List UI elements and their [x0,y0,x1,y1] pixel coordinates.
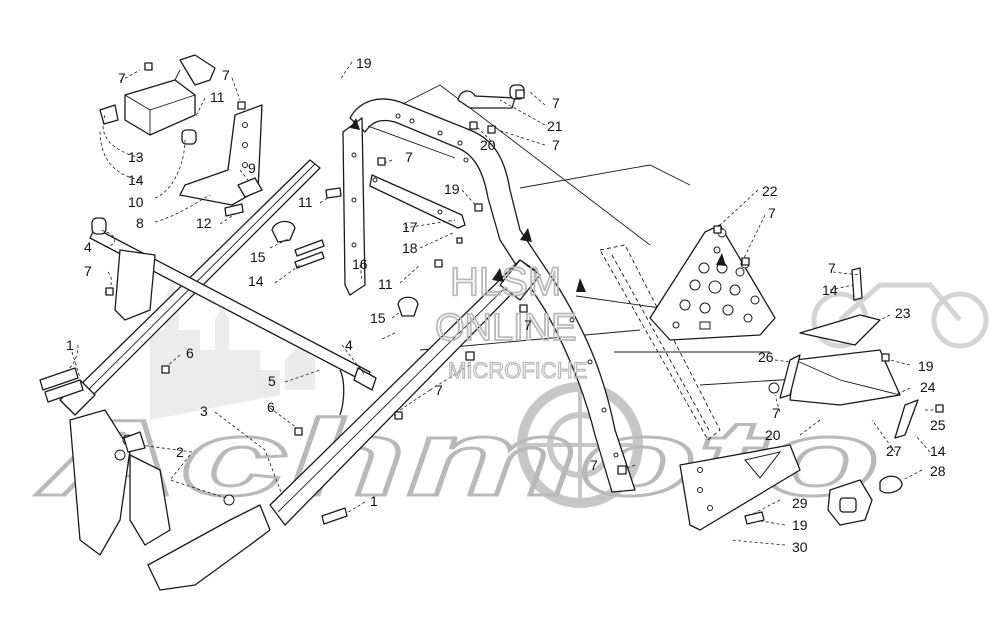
lower-rail [269,259,541,526]
perforated-plate [649,224,776,341]
callout: 19 [444,181,460,197]
callout: 14 [248,273,264,289]
callout: 7 [435,382,443,398]
fasteners [39,62,944,525]
callout: 7 [84,263,92,279]
callout: 21 [547,118,563,134]
watermark-hlsm: HLSM [450,260,561,304]
callout: 11 [210,89,225,105]
callout: 1 [370,493,378,509]
callout: 5 [268,373,276,389]
lower-left-frame [69,409,271,591]
callout: 12 [196,215,212,231]
small-brackets [369,84,525,229]
callout: 11 [378,276,393,292]
callout: 7 [524,317,532,333]
callout: 7 [828,260,836,276]
callout: 7 [552,137,560,153]
roll-cage-tube [349,98,636,493]
frame-arrows [350,118,726,292]
dashed-panel [599,244,721,441]
watermark-microfiche: MICROFICHE [448,358,587,383]
callout: 24 [920,379,936,395]
callout: 3 [200,403,208,419]
callout: 4 [84,239,92,255]
latch-assembly [827,475,903,526]
callout: 13 [128,149,144,165]
callout: 27 [886,443,902,459]
callout: 4 [345,337,353,353]
callout: 7 [772,405,780,421]
callout: 29 [792,495,808,511]
callout: 14 [822,282,838,298]
callout: 17 [402,219,418,235]
callout-labels: 19 7 7 11 13 14 10 9 8 12 11 7 21 20 7 7… [66,55,946,555]
callout: 19 [792,517,808,533]
electronics-module [99,54,263,206]
upright-plate [342,117,366,296]
watermark-online: ONLINE [435,307,576,349]
callout: 26 [758,349,774,365]
cross-bar [89,217,377,416]
callout: 1 [66,337,74,353]
callout: 18 [402,240,418,256]
callout: 2 [176,444,184,460]
lower-right-plate [679,444,801,531]
callout: 11 [298,194,313,210]
callout: 7 [552,95,560,111]
callout: 16 [352,256,368,272]
callout: 7 [768,205,776,221]
callout: 6 [267,399,275,415]
clamp-parts [271,220,419,317]
callout: 19 [356,55,372,71]
callout: 15 [250,249,266,265]
watermark-skyline [150,280,315,420]
callout: 14 [128,172,144,188]
callout: 7 [118,70,126,86]
callout: 22 [762,183,778,199]
callout: 25 [930,417,946,433]
callout: 9 [248,160,256,176]
callout: 7 [590,457,598,473]
right-mount-bracket [717,228,919,439]
callout: 20 [765,427,781,443]
callout: 19 [918,358,934,374]
callout: 15 [370,310,386,326]
callout: 7 [222,67,230,83]
callout: 7 [405,149,413,165]
callout: 30 [792,539,808,555]
callout: 10 [128,194,144,210]
callout: 20 [480,137,496,153]
callout: 6 [186,345,194,361]
callout: 14 [930,443,946,459]
callout: 23 [895,305,911,321]
callout: 8 [136,215,144,231]
callout: 28 [930,463,946,479]
